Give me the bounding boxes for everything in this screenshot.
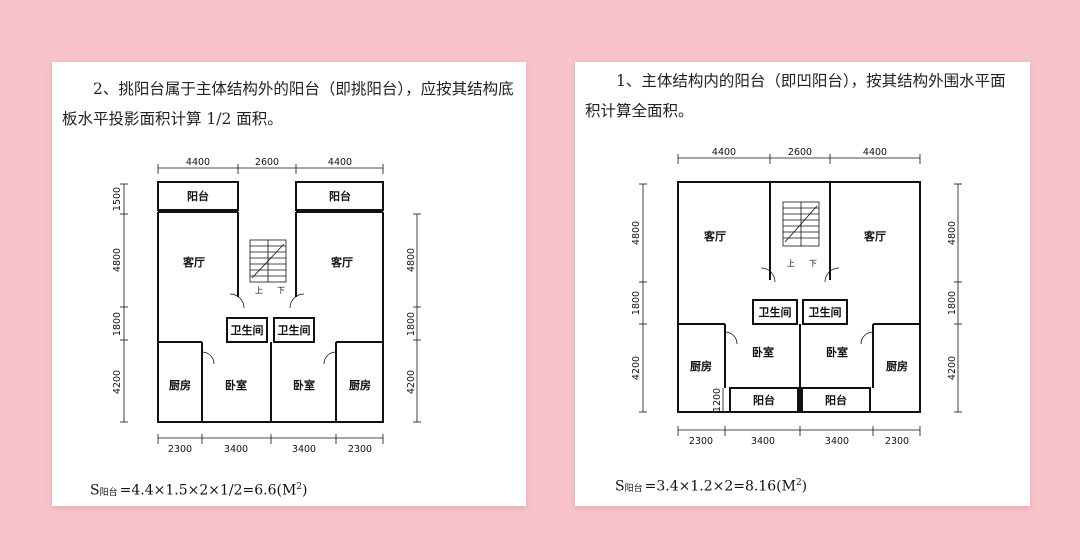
right-dim-left-1: 4800 (631, 221, 642, 245)
right-dim-left-2: 1800 (631, 291, 642, 315)
right-dim-left-3: 4200 (631, 356, 642, 380)
left-room-living-1: 客厅 (182, 255, 205, 269)
right-card: 1、主体结构内的阳台（即凹阳台），按其结构外围水平面积计算全面积。 (575, 62, 1030, 506)
left-room-bedroom-1: 卧室 (225, 378, 247, 392)
right-room-living-1: 客厅 (703, 229, 726, 243)
left-formula: S阳台=4.4×1.5×2×1/2=6.6(M2) (90, 482, 308, 499)
right-floor-plan: 4400 2600 4400 2300 3400 3400 2300 4800 … (631, 147, 962, 447)
right-room-bedroom-2: 卧室 (826, 345, 848, 359)
left-dim-left-1: 1500 (112, 187, 123, 211)
left-room-balcony-2: 阳台 (329, 189, 351, 203)
right-dim-top-3: 4400 (863, 147, 887, 158)
left-dim-bottom-4: 2300 (348, 444, 372, 455)
left-paragraph: 2、挑阳台属于主体结构外的阳台（即挑阳台），应按其结构底板水平投影面积计算 1/… (62, 80, 514, 128)
left-dim-top-2: 2600 (255, 157, 279, 168)
right-dim-balcony: 1200 (712, 388, 723, 412)
right-room-kitchen-1: 厨房 (690, 359, 712, 373)
left-dim-right-2: 1800 (406, 312, 417, 336)
left-room-kitchen-2: 厨房 (349, 378, 371, 392)
right-dim-right-2: 1800 (947, 291, 958, 315)
right-dim-bottom-4: 2300 (885, 436, 909, 447)
left-dim-left-2: 4800 (112, 248, 123, 272)
right-room-kitchen-2: 厨房 (886, 359, 908, 373)
left-room-kitchen-1: 厨房 (169, 378, 191, 392)
right-dim-bottom-2: 3400 (751, 436, 775, 447)
right-paragraph: 1、主体结构内的阳台（即凹阳台），按其结构外围水平面积计算全面积。 (585, 72, 1006, 120)
left-dim-bottom-1: 2300 (168, 444, 192, 455)
right-dim-bottom-1: 2300 (689, 436, 713, 447)
right-stair-up: 上 (787, 259, 795, 268)
left-dim-top-3: 4400 (328, 157, 352, 168)
right-dim-top-2: 2600 (788, 147, 812, 158)
left-dim-right-3: 4200 (406, 370, 417, 394)
right-room-bath-2: 卫生间 (809, 305, 842, 319)
left-dim-top-1: 4400 (186, 157, 210, 168)
right-room-bath-1: 卫生间 (759, 305, 792, 319)
left-floor-plan: 4400 2600 4400 2300 3400 3400 2300 1500 … (112, 157, 421, 455)
left-dim-right-1: 4800 (406, 248, 417, 272)
left-card: 2、挑阳台属于主体结构外的阳台（即挑阳台），应按其结构底板水平投影面积计算 1/… (52, 62, 526, 506)
right-dim-top-1: 4400 (712, 147, 736, 158)
right-room-balcony-1: 阳台 (753, 393, 775, 407)
right-formula: S阳台=3.4×1.2×2=8.16(M2) (615, 478, 808, 495)
right-dim-bottom-3: 3400 (825, 436, 849, 447)
left-room-balcony-1: 阳台 (187, 189, 209, 203)
right-room-bedroom-1: 卧室 (752, 345, 774, 359)
left-dim-bottom-3: 3400 (292, 444, 316, 455)
right-dim-right-1: 4800 (947, 221, 958, 245)
left-dim-left-3: 1800 (112, 312, 123, 336)
left-room-bath-2: 卫生间 (278, 323, 311, 337)
left-room-bath-1: 卫生间 (231, 323, 264, 337)
right-room-living-2: 客厅 (863, 229, 886, 243)
left-stair-up: 上 (255, 286, 263, 295)
left-room-living-2: 客厅 (330, 255, 353, 269)
left-dim-bottom-2: 3400 (224, 444, 248, 455)
right-dim-right-3: 4200 (947, 356, 958, 380)
right-room-balcony-2: 阳台 (825, 393, 847, 407)
left-stair-down: 下 (277, 286, 285, 295)
left-dim-left-4: 4200 (112, 370, 123, 394)
right-stair-down: 下 (809, 259, 817, 268)
left-room-bedroom-2: 卧室 (293, 378, 315, 392)
